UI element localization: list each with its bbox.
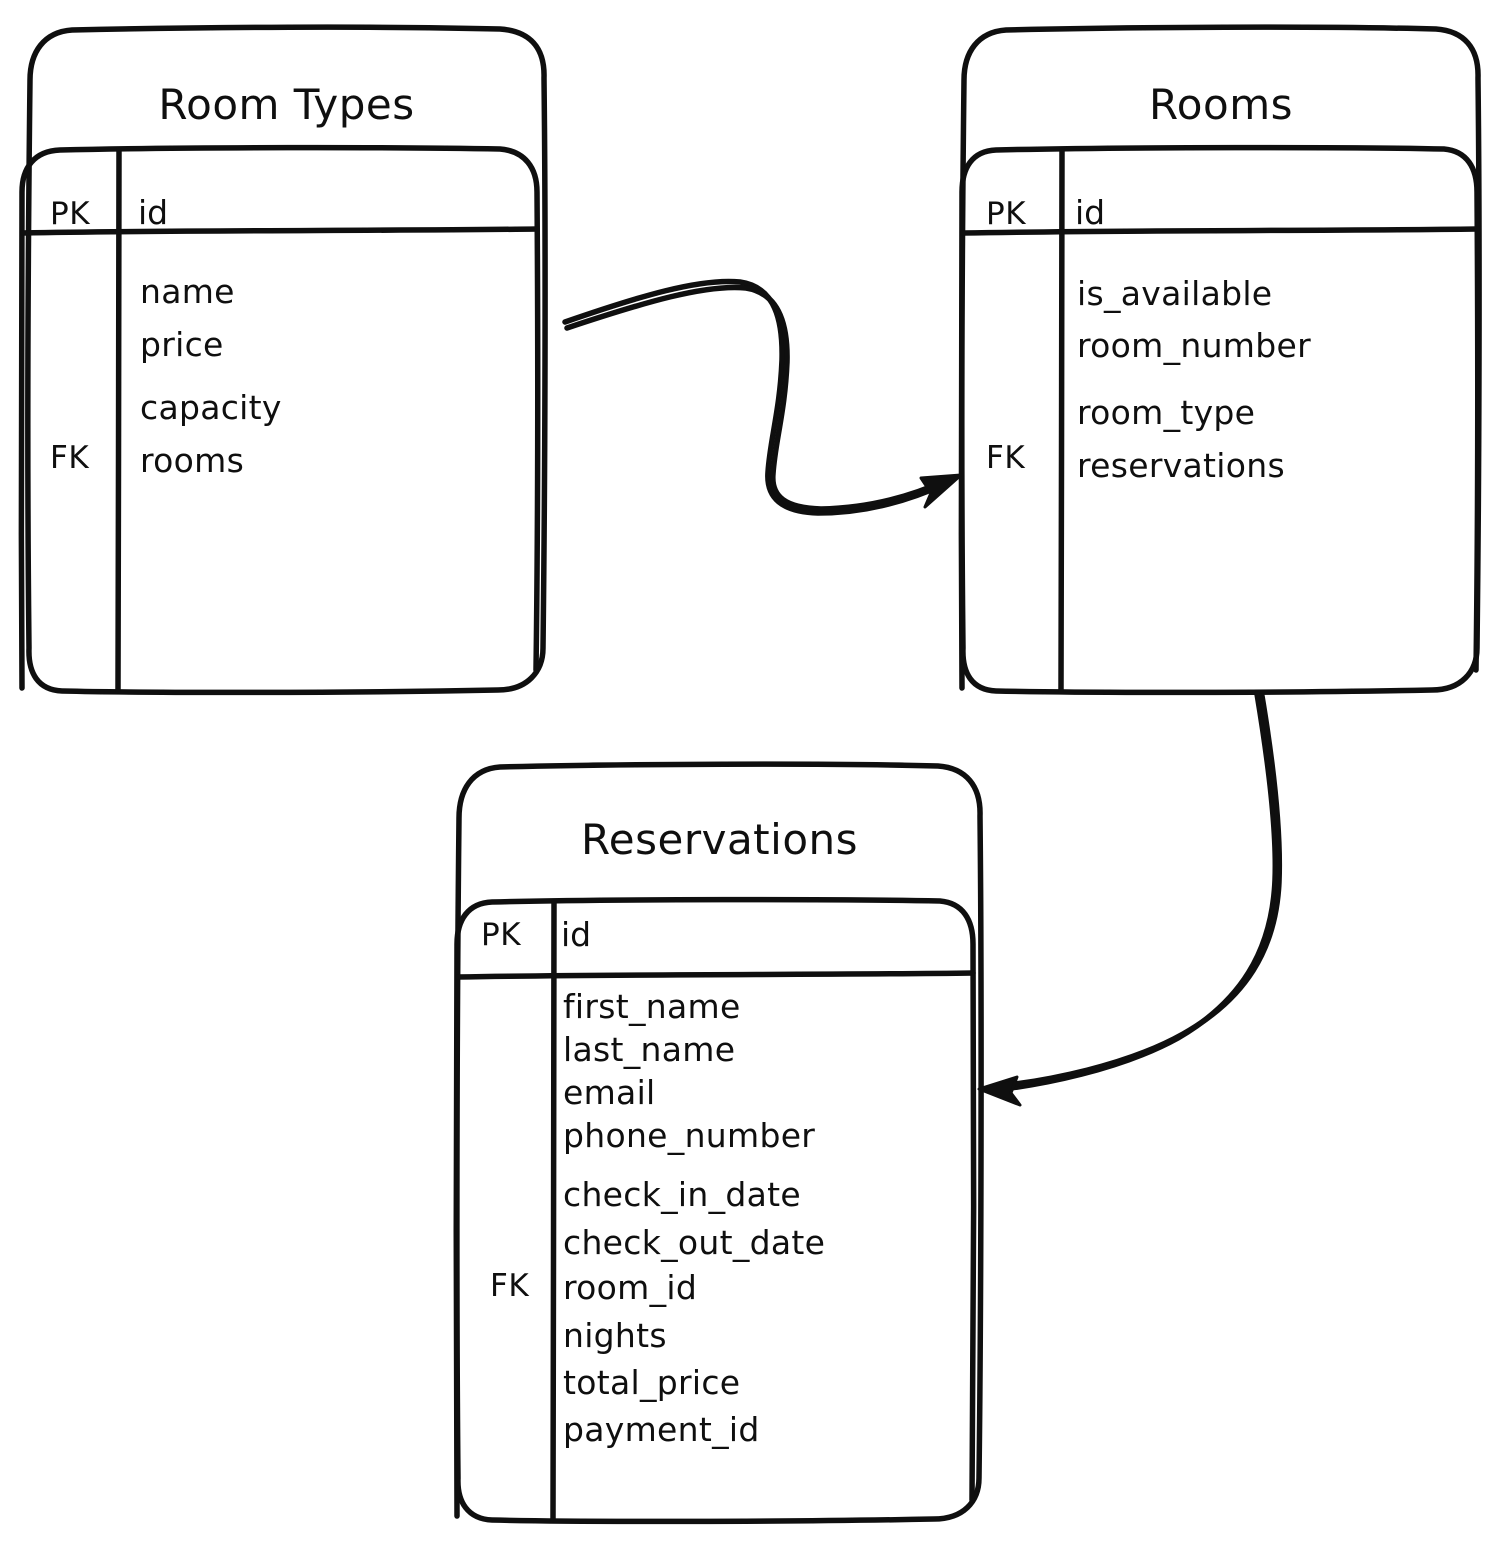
field-rooms-room-type: room_type — [1077, 393, 1256, 432]
fk-marker-room-types: FK — [50, 440, 90, 476]
field-reservations-email: email — [563, 1073, 656, 1112]
field-room-types-name: name — [140, 272, 235, 311]
entity-reservations[interactable]: Reservations PK id FK first_name last_na… — [457, 765, 982, 1522]
room-types-card-outline — [25, 24, 548, 696]
field-reservations-room-id: room_id — [563, 1268, 698, 1307]
reservations-body-panel — [453, 896, 977, 1519]
field-reservations-last-name: last_name — [563, 1030, 736, 1069]
relationship-line-rooms-to-reservations — [992, 691, 1279, 1093]
field-reservations-check-in-date: check_in_date — [563, 1175, 802, 1214]
field-rooms-is-available: is_available — [1077, 274, 1273, 313]
field-rooms-reservations: reservations — [1077, 446, 1285, 485]
field-reservations-total-price: total_price — [563, 1363, 741, 1402]
pk-marker-rooms: PK — [986, 196, 1027, 232]
rooms-header-divider — [960, 226, 1480, 236]
field-reservations-check-out-date: check_out_date — [563, 1223, 826, 1262]
field-room-types-capacity: capacity — [140, 388, 282, 427]
pk-field-room-types: id — [138, 193, 169, 232]
fk-marker-rooms: FK — [986, 440, 1026, 476]
pk-field-reservations: id — [561, 915, 592, 954]
relationship-arrowhead-reservations — [977, 1075, 1022, 1107]
entity-room-types[interactable]: Room Types PK id FK name price capacity … — [28, 28, 545, 692]
pk-marker-room-types: PK — [50, 196, 91, 232]
field-reservations-first-name: first_name — [563, 987, 741, 1026]
entity-rooms[interactable]: Rooms PK id FK is_available room_number … — [962, 28, 1480, 692]
room-types-header-divider — [20, 226, 540, 236]
rooms-body-panel — [958, 144, 1481, 691]
field-room-types-price: price — [140, 325, 224, 364]
relationship-line-room-types-to-rooms-shadow — [564, 284, 950, 512]
field-reservations-nights: nights — [563, 1316, 667, 1355]
field-reservations-phone-number: phone_number — [563, 1116, 816, 1155]
reservations-header-divider — [455, 970, 976, 980]
field-reservations-payment-id: payment_id — [563, 1410, 760, 1449]
relationship-arrowhead-rooms — [919, 473, 963, 509]
fk-marker-reservations: FK — [490, 1268, 530, 1304]
relationship-line-rooms-to-reservations-shadow — [996, 693, 1283, 1089]
rooms-pk-divider — [1058, 147, 1065, 694]
room-types-body-panel — [18, 144, 541, 691]
room-types-pk-divider — [115, 147, 122, 694]
entity-title-room-types: Room Types — [158, 80, 415, 129]
field-rooms-room-number: room_number — [1077, 326, 1311, 365]
entity-title-rooms: Rooms — [1149, 80, 1293, 129]
field-room-types-rooms: rooms — [140, 441, 245, 480]
pk-marker-reservations: PK — [481, 917, 522, 953]
reservations-pk-divider — [550, 899, 557, 1523]
pk-field-rooms: id — [1075, 193, 1106, 232]
relationship-line-room-types-to-rooms — [562, 278, 948, 516]
entity-title-reservations: Reservations — [580, 815, 859, 864]
